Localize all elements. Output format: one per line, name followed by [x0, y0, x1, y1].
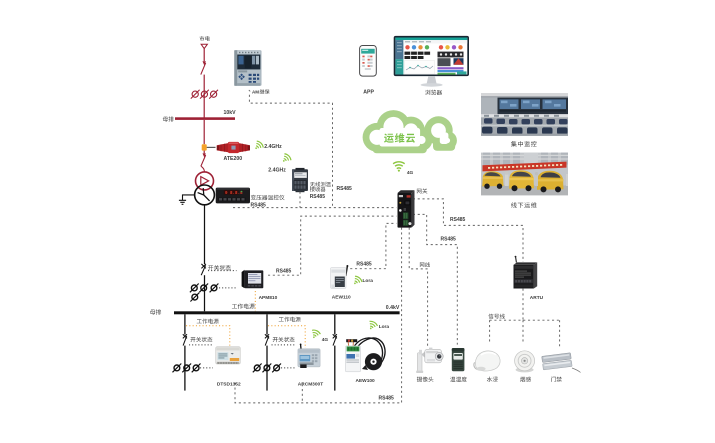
svg-text:APP: APP [363, 90, 374, 96]
svg-text:RS485: RS485 [310, 194, 326, 200]
svg-text:10kV: 10kV [224, 110, 237, 116]
svg-text:ARCM300T: ARCM300T [298, 381, 323, 387]
svg-text:0 8.8.8: 0 8.8.8 [225, 192, 243, 196]
svg-text:4G: 4G [407, 170, 414, 176]
svg-text:DTSD1352: DTSD1352 [217, 381, 241, 387]
svg-text:RS485: RS485 [441, 237, 457, 243]
svg-text:AEW110: AEW110 [332, 294, 351, 300]
svg-text:Lora: Lora [363, 278, 374, 284]
svg-text:RS485: RS485 [276, 268, 292, 274]
svg-text:ARTU: ARTU [530, 295, 544, 301]
svg-text:APM810: APM810 [259, 295, 278, 301]
svg-text:4G: 4G [322, 337, 329, 343]
svg-text:RS485: RS485 [251, 202, 267, 208]
svg-text:Lora: Lora [379, 324, 390, 330]
svg-text:AM: AM [252, 90, 259, 95]
svg-text:0.4kV: 0.4kV [386, 305, 400, 311]
svg-text:2.4GHz: 2.4GHz [264, 144, 282, 150]
svg-text:RS485: RS485 [337, 186, 353, 192]
svg-text:2.4GHz: 2.4GHz [268, 168, 286, 174]
svg-text:AEW100: AEW100 [356, 378, 376, 384]
svg-text:RS485: RS485 [450, 217, 466, 223]
svg-text:RS485: RS485 [356, 261, 372, 267]
svg-text:ATE200: ATE200 [224, 156, 243, 162]
svg-text:RS485: RS485 [379, 395, 395, 401]
